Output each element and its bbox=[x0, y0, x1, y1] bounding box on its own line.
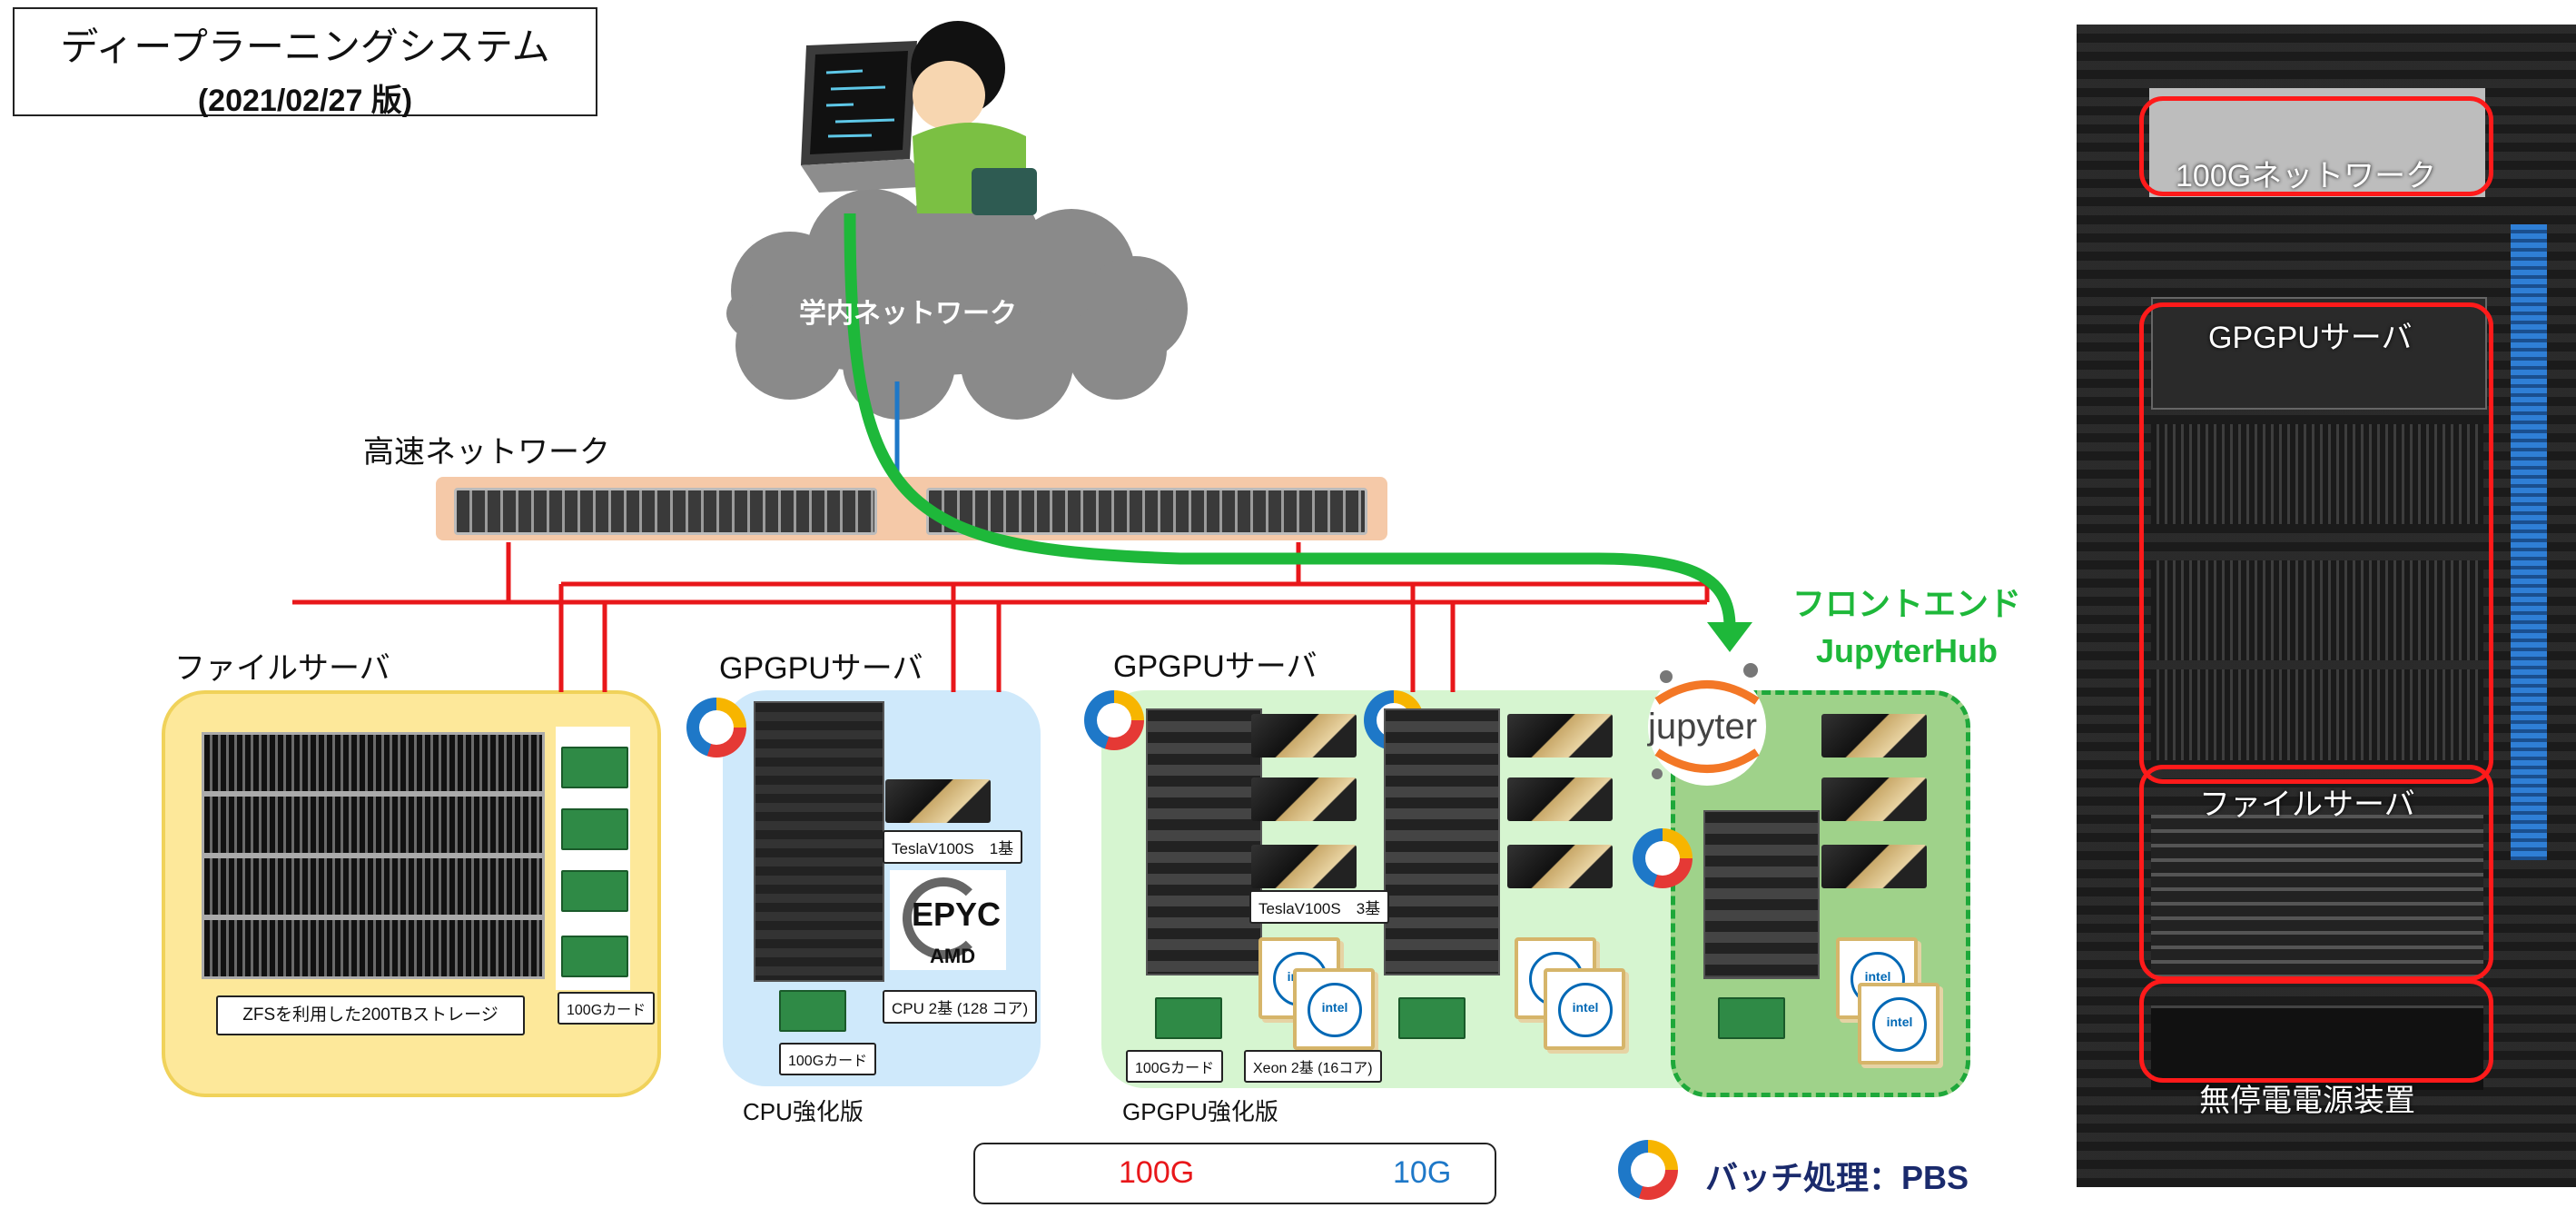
gpgpu-gpu-tower-2 bbox=[1384, 708, 1500, 975]
gpgpu-cpu-gpu-tag: TeslaV100S 1基 bbox=[883, 830, 1023, 864]
frontend-netcard bbox=[1718, 997, 1785, 1039]
legend-10g: 10G bbox=[1393, 1155, 1452, 1190]
gpu-card-2b bbox=[1507, 777, 1613, 821]
gpgpu-cpu-netcard bbox=[779, 990, 846, 1032]
gpgpu-gpu-card-tag: 100Gカード bbox=[1126, 1050, 1224, 1083]
pbs-icon-gpu-1 bbox=[1084, 690, 1144, 750]
gpu-card-1a bbox=[1251, 714, 1357, 758]
rack-frame-gpgpu bbox=[2139, 302, 2493, 784]
gpgpu-cpu-gpu-card bbox=[885, 779, 991, 823]
gpu-card-2c bbox=[1507, 845, 1613, 888]
rack-gpgpu-2 bbox=[2151, 424, 2483, 524]
network-switch-left bbox=[454, 488, 877, 535]
rack-file-server bbox=[2151, 815, 2483, 987]
gpu-card-1c bbox=[1251, 845, 1357, 888]
file-server-unit-1 bbox=[202, 732, 545, 794]
file-server-label: ファイルサーバ bbox=[174, 651, 390, 686]
file-server-netcard-4 bbox=[561, 936, 628, 977]
gpgpu-cpu-tower bbox=[754, 701, 884, 982]
epyc-text: EPYC bbox=[912, 896, 1002, 933]
gpgpu-gpu-caption: GPGPU強化版 bbox=[1122, 1098, 1278, 1125]
pbs-icon-cpu bbox=[686, 698, 746, 758]
file-server-card-tag: 100Gカード bbox=[558, 992, 656, 1025]
rack-frame-network bbox=[2139, 96, 2493, 196]
gpgpu-gpu-label: GPGPUサーバ bbox=[1113, 649, 1318, 684]
network-label: 高速ネットワーク bbox=[363, 435, 610, 470]
rack-frame-file bbox=[2139, 765, 2493, 981]
intel-xeon-logo-3b: intel bbox=[1858, 983, 1939, 1065]
rack-label-file: ファイルサーバ bbox=[2199, 787, 2415, 822]
gpgpu-gpu-tower-1 bbox=[1146, 708, 1262, 975]
intel-xeon-logo-2b: intel bbox=[1544, 968, 1625, 1050]
gpgpu-cpu-cpu-tag: CPU 2基 (128 コア) bbox=[883, 990, 1038, 1024]
gpgpu-gpu-gpu-tag: TeslaV100S 3基 bbox=[1249, 890, 1390, 924]
legend-100g: 100G bbox=[1119, 1155, 1195, 1190]
gpu-card-3b bbox=[1821, 777, 1927, 821]
cloud-shape bbox=[726, 179, 1188, 420]
frontend-tower bbox=[1703, 810, 1820, 979]
file-server-unit-3 bbox=[202, 856, 545, 917]
gpu-card-3a bbox=[1821, 714, 1927, 758]
intel-xeon-logo-1b: intel bbox=[1293, 968, 1375, 1050]
file-server-netcard-2 bbox=[561, 808, 628, 850]
diagram-date: (2021/02/27 版) bbox=[197, 84, 413, 118]
title-box: ディープラーニングシステム (2021/02/27 版) bbox=[13, 7, 597, 118]
gpu-card-3c bbox=[1821, 845, 1927, 888]
rack-cables bbox=[2511, 224, 2547, 860]
rack-frame-ups bbox=[2139, 979, 2493, 1083]
amd-text: AMD bbox=[930, 945, 976, 967]
diagram-title: ディープラーニングシステム bbox=[60, 25, 550, 68]
legend: 100G 10G bbox=[973, 1143, 1496, 1204]
pbs-icon-frontend bbox=[1633, 828, 1693, 888]
rack-switch bbox=[2149, 88, 2485, 197]
amd-epyc-logo: EPYC AMD bbox=[890, 870, 1006, 970]
rack-gpgpu-1 bbox=[2151, 297, 2487, 410]
gpgpu-gpu-netcard-2 bbox=[1398, 997, 1466, 1039]
gpu-card-1b bbox=[1251, 777, 1357, 821]
file-server-unit-2 bbox=[202, 794, 545, 856]
file-server-unit-4 bbox=[202, 917, 545, 979]
file-server-netcard-1 bbox=[561, 747, 628, 788]
rack-gpgpu-3 bbox=[2151, 560, 2483, 660]
gpgpu-cpu-card-tag: 100Gカード bbox=[779, 1043, 877, 1075]
pbs-label: バッチ処理：PBS bbox=[1705, 1159, 1969, 1196]
rack-label-ups: 無停電電源装置 bbox=[2199, 1084, 2415, 1118]
rack-label-gpgpu: GPGPUサーバ bbox=[2208, 321, 2413, 355]
jupyter-logo: jupyter bbox=[1648, 707, 1758, 747]
rack-gpgpu-4 bbox=[2151, 669, 2483, 760]
frontend-label: フロントエンド JupyterHub bbox=[1771, 578, 2043, 670]
gpgpu-cpu-caption: CPU強化版 bbox=[743, 1098, 864, 1125]
gpgpu-gpu-cpu-tag: Xeon 2基 (16コア) bbox=[1244, 1050, 1382, 1083]
frontend-line2: JupyterHub bbox=[1815, 632, 1999, 669]
gpgpu-cpu-label: GPGPUサーバ bbox=[719, 651, 923, 686]
cloud-label: 学内ネットワーク bbox=[799, 299, 1017, 329]
rack-label-network: 100Gネットワーク bbox=[2176, 159, 2437, 193]
gpu-card-2a bbox=[1507, 714, 1613, 758]
file-server-netcard-3 bbox=[561, 870, 628, 912]
rack-ups bbox=[2151, 1005, 2483, 1090]
pbs-legend-icon bbox=[1618, 1140, 1678, 1200]
storage-tag: ZFSを利用した200TBストレージ bbox=[216, 995, 525, 1035]
user-illustration bbox=[801, 21, 1037, 215]
gpgpu-gpu-netcard-1 bbox=[1155, 997, 1222, 1039]
network-switch-right bbox=[926, 488, 1367, 535]
frontend-line1: フロントエンド bbox=[1791, 585, 2021, 622]
